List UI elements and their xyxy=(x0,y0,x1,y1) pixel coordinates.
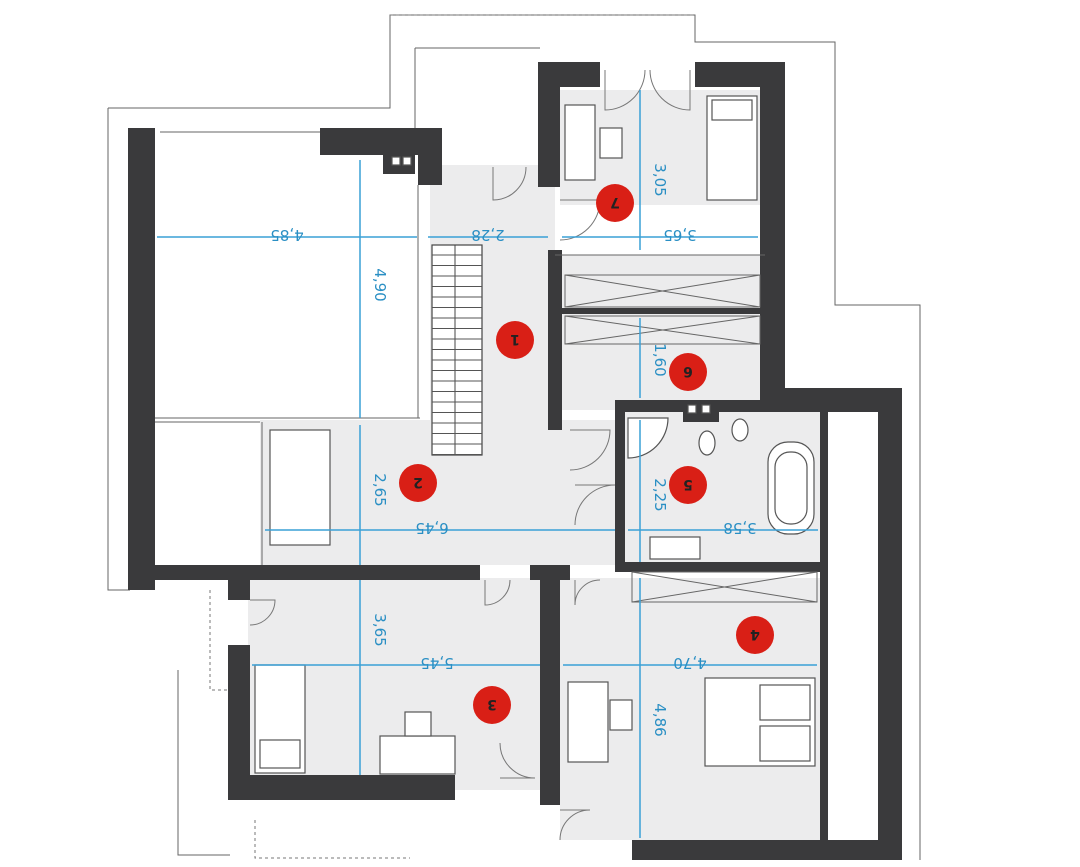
dim-1-60: 1,60 xyxy=(651,343,669,376)
dim-5-45: 5,45 xyxy=(420,654,453,672)
room-number: 4 xyxy=(750,626,760,642)
dim-4-85: 4,85 xyxy=(270,226,303,244)
room-marker-3[interactable]: 3 xyxy=(473,686,511,724)
desk-room-4 xyxy=(567,681,609,763)
room-marker-5[interactable]: 5 xyxy=(669,466,707,504)
furniture xyxy=(254,95,816,775)
dim-4-70: 4,70 xyxy=(673,654,706,672)
room-marker-1[interactable]: 1 xyxy=(496,321,534,359)
interior-lines xyxy=(155,131,765,565)
dim-6-45: 6,45 xyxy=(415,519,448,537)
washbasin xyxy=(649,536,701,560)
room-number: 7 xyxy=(610,194,620,210)
dim-3-65: 3,65 xyxy=(663,226,696,244)
dimension-labels: 4,85 2,28 3,65 4,90 1,60 3,05 2,65 6,45 … xyxy=(270,163,756,736)
wardrobes xyxy=(564,274,818,603)
toilet xyxy=(698,430,716,456)
room-number: 2 xyxy=(413,474,423,490)
dimension-lines xyxy=(157,90,818,838)
room-marker-7[interactable]: 7 xyxy=(596,184,634,222)
room-number: 5 xyxy=(683,476,693,492)
doors xyxy=(249,69,691,841)
staircase xyxy=(431,244,483,456)
room-markers: 1 2 3 4 5 6 7 xyxy=(399,184,774,724)
dim-2-65-hall: 2,65 xyxy=(371,473,389,506)
shower xyxy=(627,417,669,459)
dim-4-90: 4,90 xyxy=(371,268,389,301)
room-marker-2[interactable]: 2 xyxy=(399,464,437,502)
dim-4-86: 4,86 xyxy=(651,703,669,736)
desk-room-3 xyxy=(379,735,456,775)
dim-3-05: 3,05 xyxy=(651,163,669,196)
room-number: 3 xyxy=(487,696,497,712)
room-marker-4[interactable]: 4 xyxy=(736,616,774,654)
dim-2-25: 2,25 xyxy=(651,478,669,511)
dim-3-58: 3,58 xyxy=(723,519,756,537)
desk-room-7 xyxy=(564,104,596,181)
dim-2-28: 2,28 xyxy=(471,226,504,244)
room-number: 6 xyxy=(683,363,693,379)
vanity-hall xyxy=(269,429,331,546)
room-number: 1 xyxy=(510,331,520,347)
outline-lines xyxy=(107,14,921,860)
dim-3-65-room3: 3,65 xyxy=(371,613,389,646)
room-marker-6[interactable]: 6 xyxy=(669,353,707,391)
